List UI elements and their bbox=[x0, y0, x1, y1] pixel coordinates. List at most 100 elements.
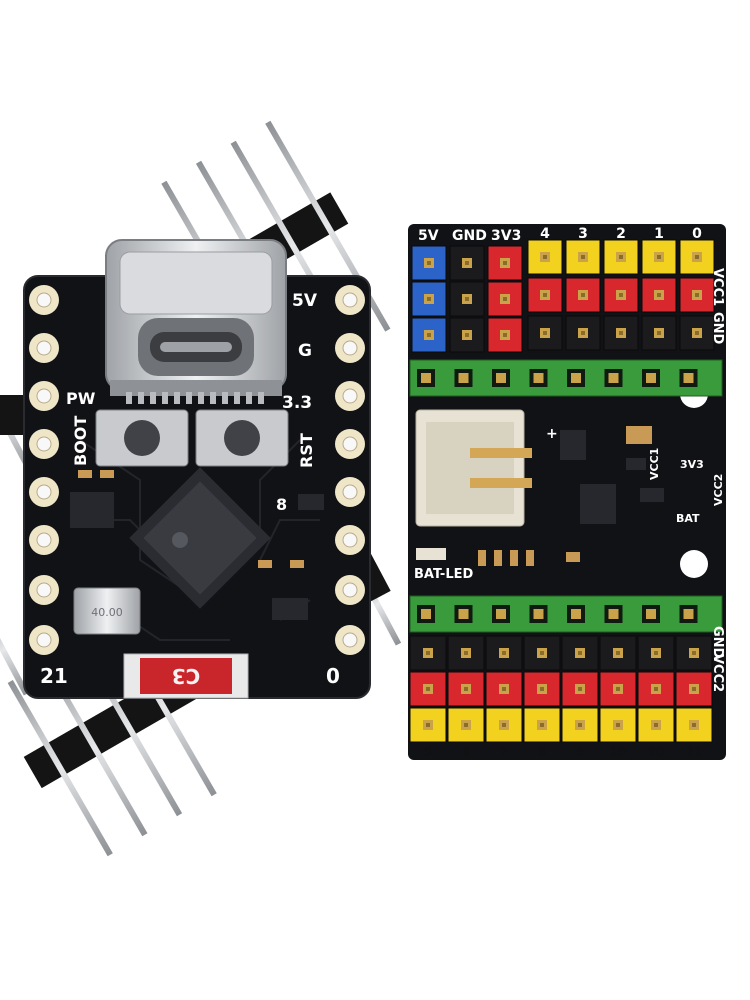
expansion-headers bbox=[409, 239, 723, 743]
label-gnd-side-top: GND bbox=[710, 312, 725, 345]
left-edge-pad[interactable] bbox=[29, 525, 59, 555]
header-vcc2[interactable] bbox=[485, 671, 523, 707]
header-signal[interactable] bbox=[409, 707, 447, 743]
header-5v[interactable] bbox=[411, 281, 447, 317]
header-gnd[interactable] bbox=[449, 317, 485, 353]
header-gnd[interactable] bbox=[449, 245, 485, 281]
bottom-pin-number: 21 bbox=[686, 745, 703, 759]
left-edge-pad[interactable] bbox=[29, 625, 59, 655]
usb-pin bbox=[198, 392, 204, 404]
right-edge-pad[interactable] bbox=[335, 285, 365, 315]
header-signal[interactable] bbox=[527, 239, 563, 275]
terminal-row-top[interactable] bbox=[409, 359, 723, 397]
left-edge-pad[interactable] bbox=[29, 285, 59, 315]
header-gnd[interactable] bbox=[449, 281, 485, 317]
usb-pin bbox=[258, 392, 264, 404]
label-0: 0 bbox=[326, 664, 340, 688]
header-vcc1[interactable] bbox=[527, 277, 563, 313]
right-edge-pad[interactable] bbox=[335, 429, 365, 459]
left-edge-pad[interactable] bbox=[29, 429, 59, 459]
header-signal[interactable] bbox=[485, 707, 523, 743]
label-3v3-group: 3V3 bbox=[491, 228, 521, 244]
crystal-oscillator: 40.00 bbox=[73, 587, 141, 635]
battery-connector bbox=[415, 409, 532, 527]
header-vcc1[interactable] bbox=[565, 277, 601, 313]
header-signal[interactable] bbox=[447, 707, 485, 743]
usb-pin bbox=[174, 392, 180, 404]
usb-pin bbox=[162, 392, 168, 404]
header-gnd[interactable] bbox=[679, 315, 715, 351]
header-gnd[interactable] bbox=[447, 635, 485, 671]
label-3v3-small: 3V3 bbox=[680, 458, 704, 471]
terminal-row-bottom[interactable] bbox=[409, 595, 723, 633]
left-edge-pad[interactable] bbox=[29, 575, 59, 605]
crystal-label: 40.00 bbox=[91, 606, 123, 619]
header-gnd[interactable] bbox=[561, 635, 599, 671]
header-signal[interactable] bbox=[641, 239, 677, 275]
left-edge-pad[interactable] bbox=[29, 477, 59, 507]
header-signal[interactable] bbox=[565, 239, 601, 275]
right-edge-pad[interactable] bbox=[335, 575, 365, 605]
header-3v3[interactable] bbox=[487, 317, 523, 353]
header-gnd[interactable] bbox=[485, 635, 523, 671]
header-vcc2[interactable] bbox=[447, 671, 485, 707]
header-vcc1[interactable] bbox=[641, 277, 677, 313]
right-edge-pad[interactable] bbox=[335, 333, 365, 363]
label-bat-small: BAT bbox=[676, 512, 700, 525]
left-edge-pad[interactable] bbox=[29, 381, 59, 411]
right-edge-pad[interactable] bbox=[335, 525, 365, 555]
right-edge-pad[interactable] bbox=[335, 625, 365, 655]
reset-button[interactable] bbox=[195, 409, 289, 467]
bottom-pin-number: 7 bbox=[500, 745, 508, 759]
header-signal[interactable] bbox=[637, 707, 675, 743]
boot-button[interactable] bbox=[95, 409, 189, 467]
usb-c-connector bbox=[105, 239, 287, 396]
header-signal[interactable] bbox=[523, 707, 561, 743]
label-5v: 5V bbox=[292, 291, 318, 311]
header-vcc2[interactable] bbox=[599, 671, 637, 707]
header-gnd[interactable] bbox=[523, 635, 561, 671]
header-vcc2[interactable] bbox=[637, 671, 675, 707]
right-edge-pad[interactable] bbox=[335, 381, 365, 411]
header-vcc2[interactable] bbox=[561, 671, 599, 707]
bottom-pin-number: 5 bbox=[424, 745, 432, 759]
usb-pin bbox=[234, 392, 240, 404]
usb-pin bbox=[222, 392, 228, 404]
top-pin-number: 4 bbox=[540, 226, 550, 242]
header-signal[interactable] bbox=[675, 707, 713, 743]
header-signal[interactable] bbox=[561, 707, 599, 743]
right-edge-pad[interactable] bbox=[335, 477, 365, 507]
header-signal[interactable] bbox=[599, 707, 637, 743]
label-gnd-group: GND bbox=[452, 228, 487, 244]
header-gnd[interactable] bbox=[675, 635, 713, 671]
header-3v3[interactable] bbox=[487, 245, 523, 281]
header-gnd[interactable] bbox=[409, 635, 447, 671]
header-vcc1[interactable] bbox=[603, 277, 639, 313]
edge-pads bbox=[29, 285, 365, 655]
expansion-components bbox=[416, 426, 664, 566]
header-gnd[interactable] bbox=[527, 315, 563, 351]
header-vcc2[interactable] bbox=[523, 671, 561, 707]
header-vcc2[interactable] bbox=[409, 671, 447, 707]
header-signal[interactable] bbox=[679, 239, 715, 275]
left-edge-pad[interactable] bbox=[29, 333, 59, 363]
header-vcc1[interactable] bbox=[679, 277, 715, 313]
label-pw: PW bbox=[66, 389, 96, 408]
header-5v[interactable] bbox=[411, 245, 447, 281]
header-gnd[interactable] bbox=[637, 635, 675, 671]
label-gnd-side-bottom: GND bbox=[710, 626, 725, 659]
antenna-label: C3 bbox=[172, 664, 201, 688]
header-5v[interactable] bbox=[411, 317, 447, 353]
header-gnd[interactable] bbox=[599, 635, 637, 671]
label-vcc1-side: VCC1 bbox=[710, 268, 725, 306]
header-3v3[interactable] bbox=[487, 281, 523, 317]
bottom-pin-number: 8 bbox=[538, 745, 546, 759]
header-gnd[interactable] bbox=[603, 315, 639, 351]
header-vcc2[interactable] bbox=[675, 671, 713, 707]
header-gnd[interactable] bbox=[565, 315, 601, 351]
small-components bbox=[70, 470, 324, 620]
header-signal[interactable] bbox=[603, 239, 639, 275]
header-gnd[interactable] bbox=[641, 315, 677, 351]
label-boot: BOOT bbox=[71, 416, 90, 466]
